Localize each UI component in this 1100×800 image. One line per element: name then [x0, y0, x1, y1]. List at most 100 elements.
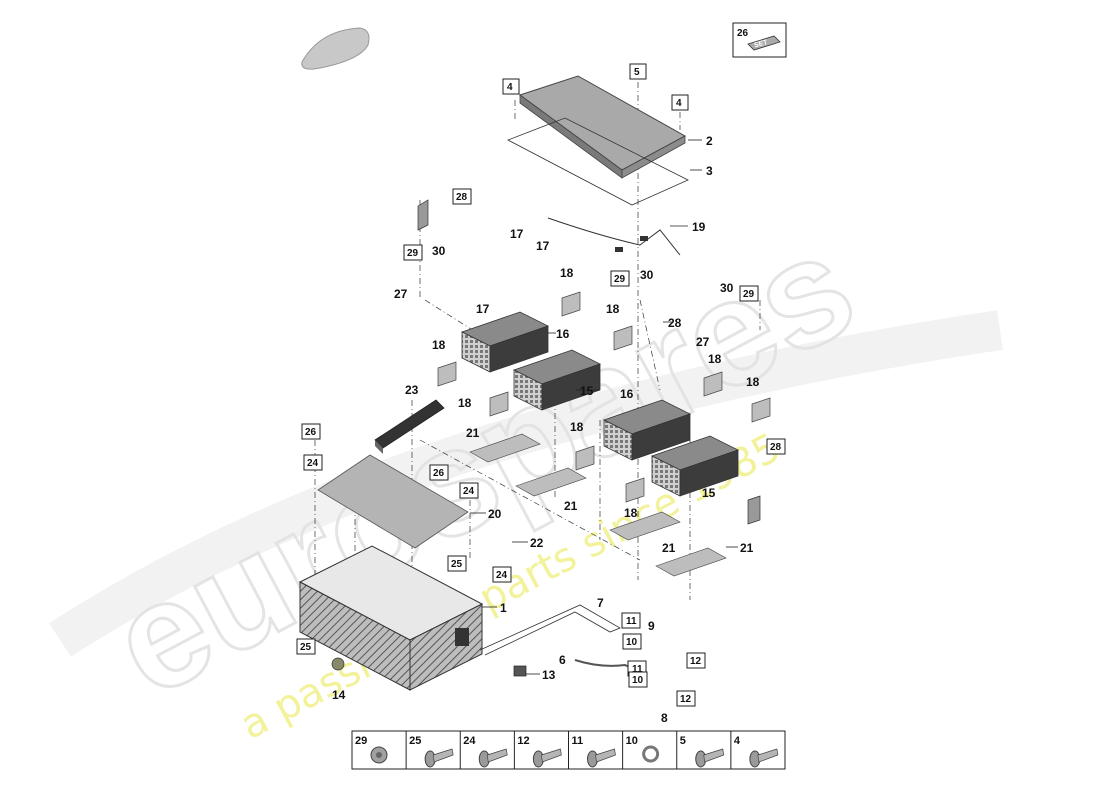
parts-set-badge[interactable]: 26 SET: [732, 22, 787, 58]
washer-icon: [642, 745, 660, 763]
callout-27-a: 27: [394, 287, 408, 301]
screw-icon: [424, 748, 454, 768]
svg-text:25: 25: [300, 642, 312, 653]
callout-16-b: 16: [620, 387, 634, 401]
callout-6: 6: [559, 653, 566, 667]
svg-text:26: 26: [305, 427, 317, 438]
callout-21-c: 21: [662, 541, 676, 555]
svg-text:11: 11: [626, 616, 637, 627]
callout-16-a: 16: [556, 327, 570, 341]
legend-number: 4: [734, 735, 741, 747]
screw-icon: [587, 748, 616, 768]
callout-18-f: 18: [458, 396, 472, 410]
boxed-callout-29-a: 29: [403, 244, 423, 261]
battery-module-16b[interactable]: [602, 399, 692, 461]
battery-module-16a[interactable]: [460, 311, 550, 373]
boxed-callout-12-b: 12: [676, 690, 696, 707]
callout-18-a: 18: [560, 266, 574, 280]
battery-top-cover[interactable]: [518, 75, 687, 179]
svg-text:12: 12: [680, 694, 692, 705]
boxed-callout-29-c: 29: [739, 285, 759, 302]
set-label: SET: [753, 39, 769, 49]
legend-number: 10: [626, 735, 638, 747]
legend-cell[interactable]: 12: [513, 731, 562, 769]
legend-cell[interactable]: 11: [568, 731, 616, 769]
boxed-callout-29-b: 29: [610, 270, 630, 287]
callout-18-h: 18: [624, 506, 638, 520]
heat-conducting-pads[interactable]: [469, 433, 727, 577]
callout-30-c: 30: [720, 281, 734, 295]
callout-22: 22: [530, 536, 544, 550]
legend-cell[interactable]: 25: [405, 731, 454, 769]
callout-21-a: 21: [466, 426, 480, 440]
boxed-callout-5: 5: [629, 63, 647, 80]
svg-text:29: 29: [407, 248, 419, 259]
vent-valve[interactable]: [331, 657, 345, 671]
boxed-callout-28-b: 28: [766, 438, 786, 455]
nut-icon: [370, 746, 388, 764]
callout-17-c: 17: [476, 302, 490, 316]
callout-20: 20: [488, 507, 502, 521]
cover-seal-gasket[interactable]: [507, 117, 689, 206]
svg-text:5: 5: [634, 67, 640, 78]
boxed-callout-12-a: 12: [686, 652, 706, 669]
pipe-lines[interactable]: [479, 604, 621, 656]
svg-text:4: 4: [507, 82, 513, 93]
legend-cell[interactable]: 24: [459, 731, 508, 769]
callout-17-b: 17: [536, 239, 550, 253]
battery-module-15a[interactable]: [512, 349, 602, 411]
boxed-callout-10-b: 10: [628, 671, 648, 688]
legend-number: 24: [463, 735, 476, 747]
callout-13: 13: [542, 668, 556, 682]
connector-13[interactable]: [513, 665, 527, 677]
wiring-harness[interactable]: [547, 217, 681, 256]
callout-18-d: 18: [708, 352, 722, 366]
legend-cell[interactable]: 5: [676, 731, 725, 769]
legend-number: 25: [409, 735, 421, 747]
hv-cable-6[interactable]: [574, 659, 641, 673]
intermediate-cover[interactable]: [317, 454, 469, 549]
boxed-callout-28-a: 28: [452, 188, 472, 205]
callout-1: 1: [500, 601, 507, 615]
bracket-28-right[interactable]: [747, 495, 761, 525]
callout-21-b: 21: [564, 499, 578, 513]
callout-2: 2: [706, 134, 713, 148]
legend-cell[interactable]: 4: [730, 731, 779, 769]
callout-18-g: 18: [570, 420, 584, 434]
legend-number: 5: [680, 735, 686, 747]
callout-30-b: 30: [640, 268, 654, 282]
callout-15-b: 15: [702, 486, 716, 500]
fastener-legend: 29 25 24 12 11 10 5 4: [351, 730, 786, 770]
svg-text:28: 28: [456, 192, 468, 203]
cooling-duct[interactable]: [374, 399, 445, 454]
boxed-callout-11-a: 11: [621, 612, 641, 629]
boxed-callouts: 5 4 4 28 29 29 29 28 26 24 26 24 25 24 2…: [296, 63, 786, 707]
callout-15-a: 15: [580, 384, 594, 398]
callout-numbers: 2 3 19 17 17 17 30 30 30 18 18 18 18 18 …: [332, 134, 760, 725]
boxed-callout-24-c: 24: [492, 566, 512, 583]
legend-number: 11: [572, 735, 584, 747]
svg-text:28: 28: [770, 442, 782, 453]
callout-18-e: 18: [746, 375, 760, 389]
bracket-28-left[interactable]: [417, 199, 429, 231]
boxed-callout-25-a: 25: [447, 555, 467, 572]
legend-cell[interactable]: 29: [355, 735, 388, 764]
svg-text:29: 29: [614, 274, 626, 285]
svg-text:10: 10: [626, 637, 638, 648]
battery-module-15b[interactable]: [650, 435, 740, 497]
battery-housing-tray[interactable]: [298, 545, 484, 691]
callout-27-b: 27: [696, 335, 710, 349]
screw-icon: [532, 748, 562, 768]
callout-14: 14: [332, 688, 346, 702]
boxed-callout-25-b: 25: [296, 638, 316, 655]
badge-number: 26: [737, 28, 749, 39]
screw-icon: [478, 748, 508, 768]
svg-text:25: 25: [451, 559, 463, 570]
callout-23: 23: [405, 383, 419, 397]
boxed-callout-10-a: 10: [622, 633, 642, 650]
callout-28-a: 28: [668, 316, 682, 330]
module-side-plates[interactable]: [437, 291, 771, 503]
callout-8: 8: [661, 711, 668, 725]
legend-cell[interactable]: 10: [622, 731, 660, 769]
svg-text:12: 12: [690, 656, 702, 667]
